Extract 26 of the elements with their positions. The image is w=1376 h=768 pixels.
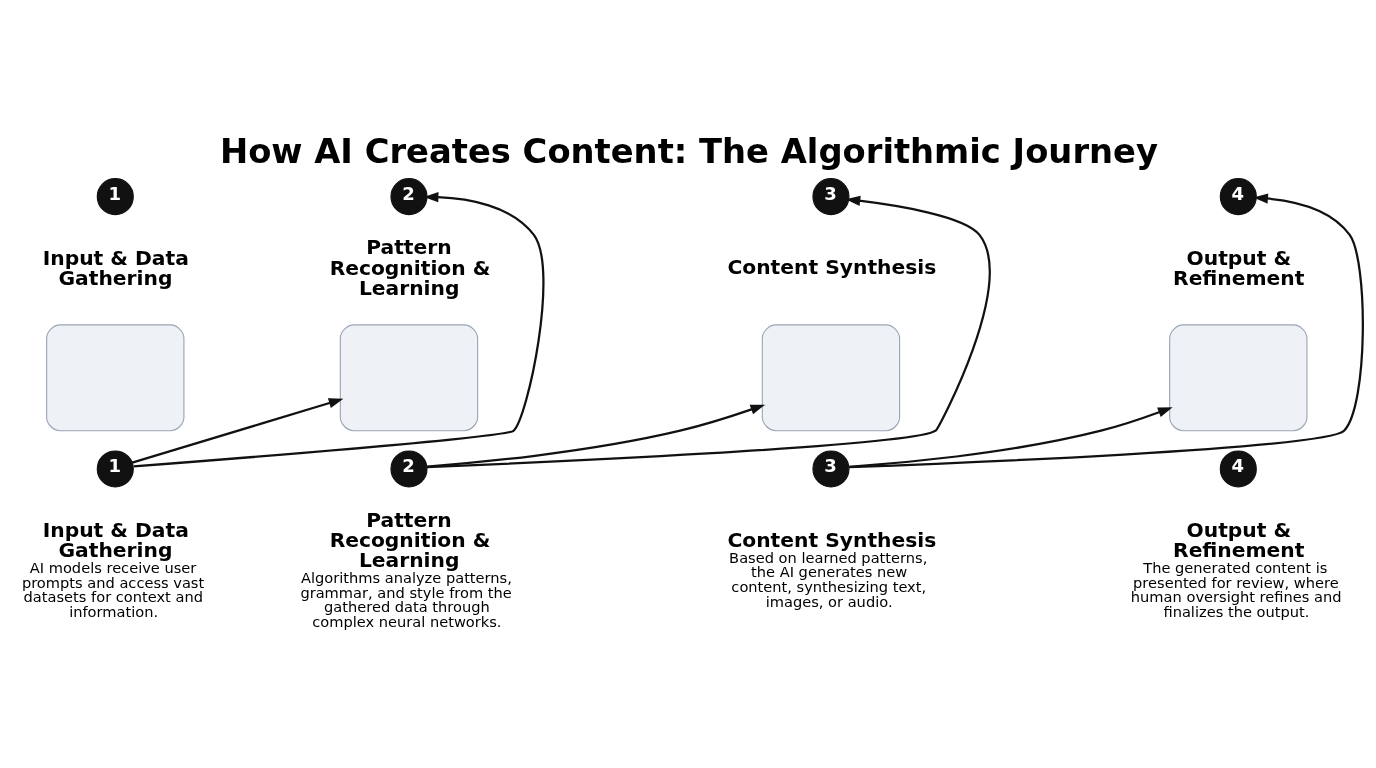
node-circle: 3: [812, 450, 850, 488]
node-circle: 1: [96, 450, 134, 488]
node-circle: 2: [390, 450, 428, 488]
node-label: Input & Data Gathering: [42, 245, 189, 290]
node-circle: 3: [812, 178, 850, 216]
arrow: [426, 195, 991, 469]
node-circle: 4: [1219, 450, 1257, 488]
node-label: Content Synthesis: [727, 528, 937, 553]
node-box: [339, 324, 479, 432]
arrow: [426, 404, 766, 468]
node-circle: 2: [390, 178, 428, 216]
arrow: [848, 407, 1173, 468]
arrow: [133, 192, 545, 468]
node-label: Pattern Recognition & Learning: [329, 507, 491, 573]
node-circle: 4: [1219, 178, 1257, 216]
node-circle: 1: [96, 178, 134, 216]
node-box: [761, 324, 901, 432]
node-box: [1169, 324, 1308, 432]
node-box: [46, 324, 185, 432]
arrow: [849, 193, 1364, 469]
node-label: Output & Refinement: [1173, 245, 1305, 290]
node-label: Content Synthesis: [727, 254, 937, 279]
diagram-title: How AI Creates Content: The Algorithmic Journey: [219, 131, 1158, 171]
node-label: Input & Data Gathering: [42, 517, 189, 563]
arrow: [131, 398, 344, 464]
node-label: Pattern Recognition & Learning: [329, 235, 491, 300]
